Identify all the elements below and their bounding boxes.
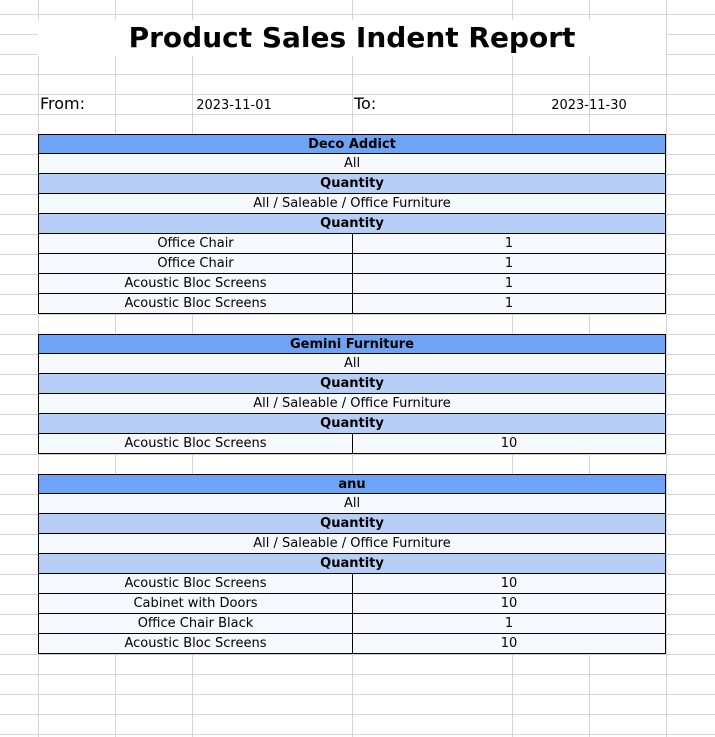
customer-section: anu All Quantity All / Saleable / Office… — [38, 474, 666, 654]
product-name: Cabinet with Doors — [39, 594, 353, 613]
table-row: Cabinet with Doors 10 — [38, 594, 666, 614]
gridline — [0, 734, 715, 735]
product-name: Acoustic Bloc Screens — [39, 634, 353, 653]
customer-name: Deco Addict — [308, 137, 396, 152]
category-path: All / Saleable / Office Furniture — [253, 536, 451, 551]
filter-row: All — [38, 494, 666, 514]
quantity-header-row: Quantity — [38, 374, 666, 394]
filter-label: All — [343, 496, 361, 511]
product-qty: 1 — [504, 296, 514, 311]
category-row: All / Saleable / Office Furniture — [38, 534, 666, 554]
gridline — [0, 694, 715, 695]
report-title: Product Sales Indent Report — [38, 20, 666, 56]
table-row: Office Chair 1 — [38, 234, 666, 254]
customer-name: Gemini Furniture — [289, 337, 415, 352]
to-date-value: 2023-11-30 — [551, 98, 627, 113]
gridline — [0, 314, 715, 315]
quantity-header: Quantity — [320, 376, 384, 391]
quantity-header: Quantity — [320, 556, 384, 571]
product-name: Office Chair — [39, 234, 353, 253]
customer-section: Deco Addict All Quantity All / Saleable … — [38, 134, 666, 314]
quantity-header-row: Quantity — [38, 214, 666, 234]
gridline — [0, 454, 715, 455]
quantity-header-row: Quantity — [38, 174, 666, 194]
table-row: Office Chair Black 1 — [38, 614, 666, 634]
category-path: All / Saleable / Office Furniture — [253, 196, 451, 211]
product-name: Acoustic Bloc Screens — [39, 294, 353, 313]
product-name: Office Chair Black — [39, 614, 353, 633]
quantity-header-row: Quantity — [38, 514, 666, 534]
product-qty: 1 — [504, 236, 514, 251]
table-row: Office Chair 1 — [38, 254, 666, 274]
product-qty: 10 — [500, 436, 518, 451]
gridline — [0, 74, 715, 75]
category-row: All / Saleable / Office Furniture — [38, 394, 666, 414]
filter-label: All — [343, 156, 361, 171]
product-qty: 1 — [504, 256, 514, 271]
quantity-header: Quantity — [320, 216, 384, 231]
from-date-value: 2023-11-01 — [196, 98, 272, 113]
filter-row: All — [38, 354, 666, 374]
gridline — [0, 94, 715, 95]
product-qty: 1 — [504, 616, 514, 631]
product-name: Acoustic Bloc Screens — [39, 434, 353, 453]
filter-row: All — [38, 154, 666, 174]
gridline — [0, 714, 715, 715]
table-row: Acoustic Bloc Screens 10 — [38, 634, 666, 654]
gridline — [0, 114, 715, 115]
to-label: To: — [354, 94, 377, 113]
product-name: Office Chair — [39, 254, 353, 273]
customer-name: anu — [338, 477, 366, 492]
quantity-header: Quantity — [320, 516, 384, 531]
category-row: All / Saleable / Office Furniture — [38, 194, 666, 214]
quantity-header-row: Quantity — [38, 554, 666, 574]
gridline — [666, 0, 667, 737]
customer-section: Gemini Furniture All Quantity All / Sale… — [38, 334, 666, 454]
table-row: Acoustic Bloc Screens 1 — [38, 274, 666, 294]
category-path: All / Saleable / Office Furniture — [253, 396, 451, 411]
from-label: From: — [40, 94, 86, 113]
table-row: Acoustic Bloc Screens 10 — [38, 434, 666, 454]
product-name: Acoustic Bloc Screens — [39, 574, 353, 593]
product-qty: 10 — [500, 636, 518, 651]
filter-label: All — [343, 356, 361, 371]
gridline — [0, 674, 715, 675]
gridline — [0, 654, 715, 655]
quantity-header: Quantity — [320, 176, 384, 191]
product-qty: 10 — [500, 576, 518, 591]
customer-header-row: anu — [38, 474, 666, 494]
quantity-header-row: Quantity — [38, 414, 666, 434]
quantity-header: Quantity — [320, 416, 384, 431]
gridline — [0, 14, 715, 15]
customer-header-row: Gemini Furniture — [38, 334, 666, 354]
table-row: Acoustic Bloc Screens 1 — [38, 294, 666, 314]
product-qty: 1 — [504, 276, 514, 291]
product-qty: 10 — [500, 596, 518, 611]
product-name: Acoustic Bloc Screens — [39, 274, 353, 293]
table-row: Acoustic Bloc Screens 10 — [38, 574, 666, 594]
customer-header-row: Deco Addict — [38, 134, 666, 154]
